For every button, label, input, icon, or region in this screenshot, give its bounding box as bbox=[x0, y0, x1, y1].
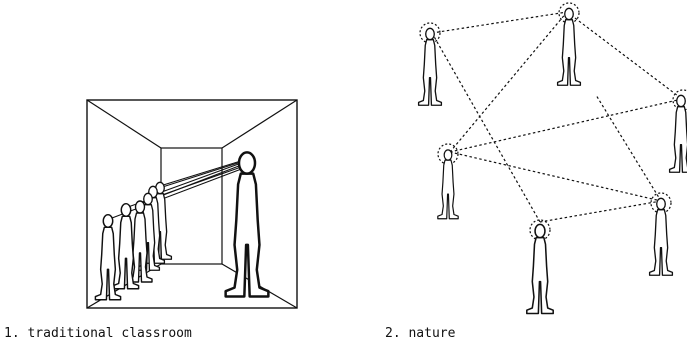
teacher-figure bbox=[224, 151, 270, 298]
room-edge bbox=[86, 99, 162, 149]
room-edge bbox=[221, 99, 298, 149]
nature-panel bbox=[417, 2, 687, 315]
back-wall bbox=[160, 147, 223, 265]
classroom-panel bbox=[86, 99, 298, 309]
room-frame bbox=[86, 99, 298, 309]
connection-lines bbox=[431, 11, 683, 223]
classroom-caption: 1. traditional classroom bbox=[4, 326, 192, 341]
head-halos bbox=[419, 2, 687, 241]
person-figure bbox=[526, 223, 554, 315]
nature-caption: 2. nature bbox=[385, 326, 456, 341]
sight-lines bbox=[111, 159, 245, 219]
person-figure bbox=[668, 94, 687, 173]
